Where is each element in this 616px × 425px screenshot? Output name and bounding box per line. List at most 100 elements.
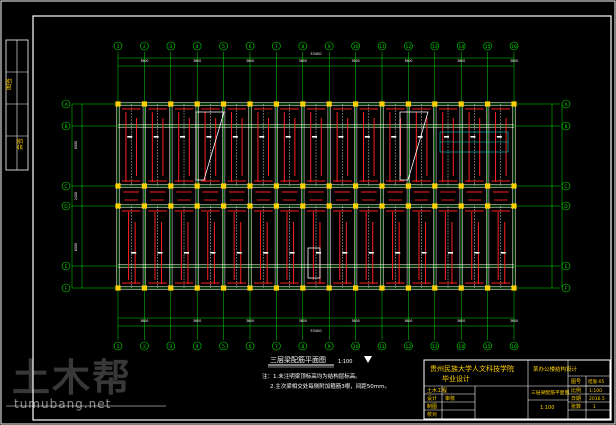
axis-bubble [166,41,176,51]
tb-row-right-1: 图号 [571,379,581,385]
dim-text: 3600 [457,59,465,63]
axis-bubble-label: E [65,264,68,270]
axis-bubble [324,41,334,51]
rebar-label [421,252,427,254]
axis-bubble [245,341,255,351]
axis-bubble [404,341,413,351]
column [247,285,253,291]
rebar-label [289,252,295,254]
axis-bubble-label: 13 [432,44,438,50]
dim-total-bottom: 53400 [310,329,321,333]
dim-text: 3600 [510,59,518,63]
dim-text: 3600 [352,319,360,323]
axis-bubble [561,201,571,211]
axis-bubble [561,121,571,131]
dim-text: 3600 [246,319,254,323]
column [458,183,464,189]
column [273,285,279,291]
column [379,101,385,107]
axis-bubble-label: 12 [406,44,412,50]
dim-text: 3600 [140,319,148,323]
axis-bubble [561,283,571,293]
axis-bubble-label: 11 [379,44,385,50]
axis-bubble [324,341,334,351]
axis-bubble [61,121,71,131]
rebar-label [496,136,502,138]
rebar-label [236,252,242,254]
axis-bubble-label: 6 [249,344,252,350]
dim-span-left: 6000 [74,141,78,149]
axis-bubble [456,41,466,51]
rebar-label [444,136,450,138]
axis-bubble-label: 11 [379,344,385,350]
column [405,285,411,291]
column [194,285,200,291]
axis-bubble [140,341,149,351]
tb-design-title: 某办公楼结构设计 [533,365,578,373]
watermark-url: tumubang.net [14,397,112,411]
rebar-label [391,136,397,138]
column [221,101,227,107]
rebar-label [131,252,137,254]
axis-bubble [245,41,255,51]
column [353,183,359,189]
column [300,203,306,209]
column [221,203,227,209]
rebar-label [364,136,370,138]
column [511,203,517,209]
column [326,285,332,291]
axis-bubble-label: C [564,184,567,190]
side-strip-label-2: 会签 [16,138,24,150]
rebar-label [206,136,212,138]
column [353,101,359,107]
column-marks [115,101,517,291]
axis-bubble [192,41,202,51]
axis-bubble-label: 1 [117,344,120,350]
axis-bubble [561,261,571,271]
dim-span-left: 2400 [74,192,78,200]
axis-bubble-label: 5 [222,344,225,350]
axis-bubble [509,41,519,51]
tb-row-right-4: 张数 [571,403,581,410]
tb-subtitle: 毕业设计 [442,374,470,383]
tb-value-3: 2016.5 [589,396,605,402]
axis-bubble [456,341,466,351]
tb-row-right-2: 比例 [571,387,581,394]
tb-project: 贵州民族大学人文科技学院 [430,364,514,373]
column [300,101,306,107]
tb-sheet-title: 三层梁配筋平面图 [531,389,570,396]
tb-row-left-1: 设计 [427,395,437,402]
dim-text: 3600 [404,319,412,323]
tb-row-left-4: 审核 [445,395,455,402]
axis-bubble [377,341,387,351]
column [141,285,147,291]
rebar-label [338,136,344,138]
axis-bubble [272,41,281,51]
column [194,101,200,107]
column [432,203,438,209]
axis-bubble-label: F [65,286,68,292]
axis-bubble [113,41,123,51]
drawing-frame [32,15,612,421]
axis-bubble-label: D [564,204,568,210]
column [247,183,253,189]
axis-bubble [351,41,360,51]
axis-bubble-label: 16 [511,44,517,50]
plan-title: 三层梁配筋平面图 [270,355,326,364]
column [168,183,174,189]
watermark-rule [6,405,166,407]
axis-bubble [430,341,440,351]
dim-text: 3600 [299,319,307,323]
column [141,203,147,209]
watermark-logo: 土木帮 [12,356,133,400]
note-2: 2.主次梁相交处每侧附加箍筋3根，间距50mm。 [270,382,390,390]
axis-bubble [272,341,281,351]
column [273,183,279,189]
axis-bubble-label: 2 [143,344,146,350]
column [300,285,306,291]
rebar-label [210,252,216,254]
column [141,101,147,107]
column [326,101,332,107]
axis-bubble-label: 2 [143,44,146,50]
